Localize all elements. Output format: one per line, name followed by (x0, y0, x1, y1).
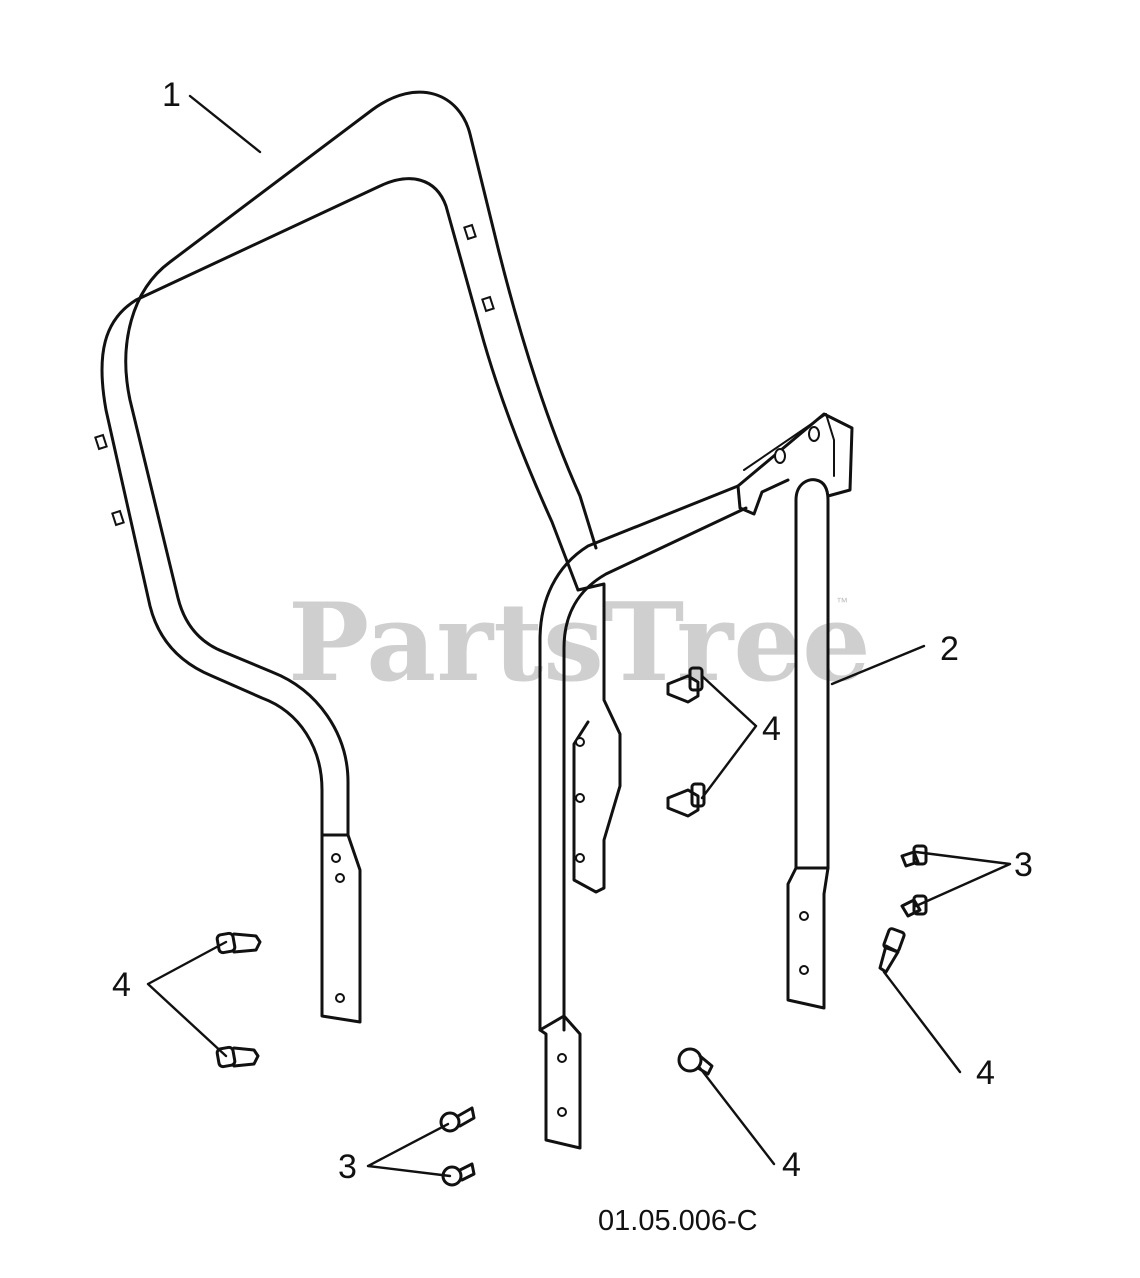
frame-tab (111, 509, 125, 527)
mounting-hole (335, 993, 345, 1003)
bolt-center-upper (666, 666, 704, 704)
leader-line-3-right (914, 850, 1012, 908)
leader-line-3-left (366, 1122, 452, 1178)
leader-line-4-bottom (698, 1066, 776, 1166)
leader-line-2 (830, 644, 926, 686)
bolt-bottom-lower (441, 1162, 476, 1187)
bolt-center-bottom (677, 1047, 714, 1076)
mounting-hole (335, 873, 345, 883)
leader-line-4-left (146, 940, 228, 1058)
bolt-left-upper (215, 931, 262, 955)
leader-line-4-center (700, 674, 758, 800)
watermark-trademark: ™ (836, 595, 848, 609)
support-tube-part-2 (538, 412, 854, 1150)
mounting-hole (575, 793, 585, 803)
mounting-hole (557, 1053, 567, 1063)
callout-3-right: 3 (1014, 846, 1033, 884)
frame-tab (481, 295, 495, 313)
leader-line-4-right (882, 970, 962, 1074)
mounting-hole (799, 911, 809, 921)
bolt-bottom-upper (439, 1106, 476, 1133)
watermark-text: PartsTree (288, 580, 871, 706)
diagram-code: 01.05.006-C (598, 1205, 758, 1237)
bolt-left-lower (215, 1045, 260, 1069)
bolt-center-lower (666, 782, 706, 818)
mounting-hole (557, 1107, 567, 1117)
bolt-right-upper (900, 844, 928, 868)
mounting-hole (799, 965, 809, 975)
leader-line-1 (188, 94, 262, 154)
bracket-hole (808, 426, 820, 442)
mounting-hole (331, 853, 341, 863)
callout-2: 2 (940, 630, 959, 668)
mounting-hole (575, 853, 585, 863)
callout-3-left: 3 (338, 1148, 357, 1186)
callout-1: 1 (162, 76, 181, 114)
callout-4-right: 4 (976, 1054, 995, 1092)
bracket-hole (774, 448, 786, 464)
frame-tab (94, 433, 108, 451)
callout-4-left: 4 (112, 966, 131, 1004)
bolt-right-middle (900, 894, 928, 918)
bolt-right-lower (878, 927, 906, 974)
mounting-hole (575, 737, 585, 747)
frame-tab (463, 223, 477, 241)
frame-tube-part-1 (94, 90, 598, 1024)
callout-4-center: 4 (762, 710, 781, 748)
callout-4-bottom: 4 (782, 1146, 801, 1184)
